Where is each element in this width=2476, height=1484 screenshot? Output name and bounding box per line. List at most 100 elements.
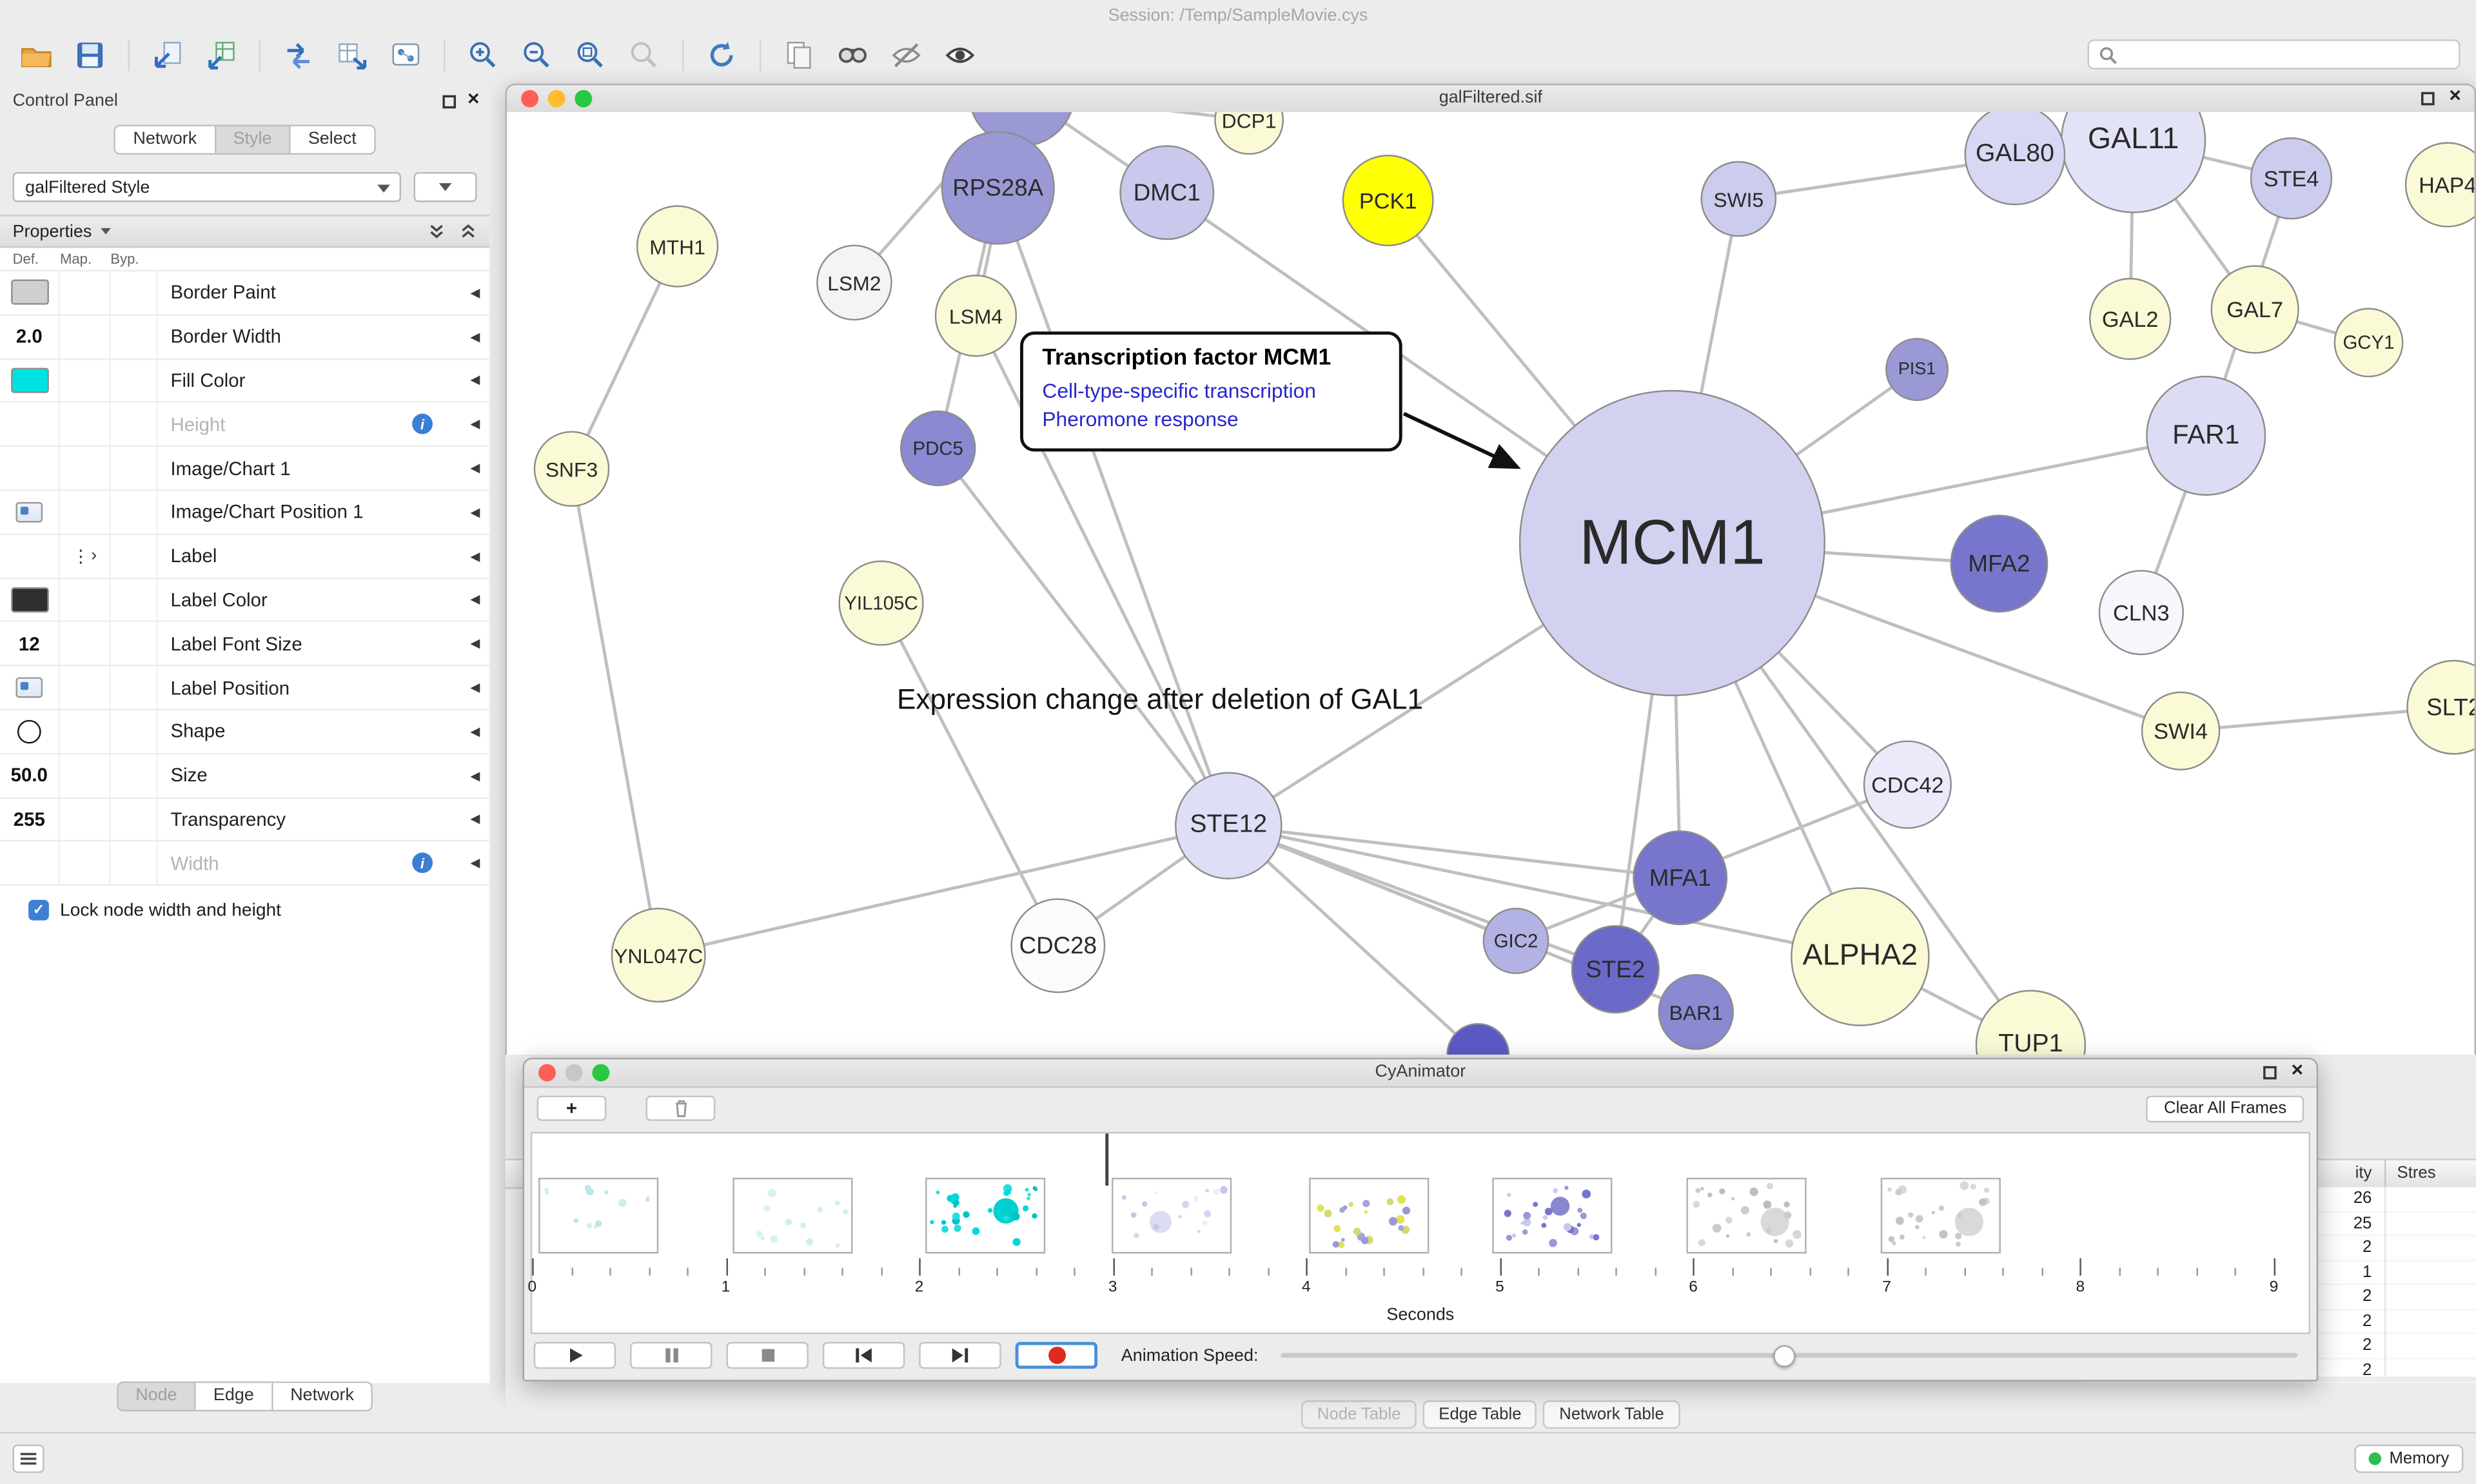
- refresh-view-icon[interactable]: [701, 35, 742, 76]
- annotation-link-1[interactable]: Cell-type-specific transcription: [1042, 378, 1316, 403]
- zoom-fit-icon[interactable]: [570, 35, 611, 76]
- maximize-traffic-icon[interactable]: [592, 1064, 610, 1082]
- collapse-arrow-icon[interactable]: ◀: [470, 329, 480, 344]
- tab-select[interactable]: Select: [290, 124, 376, 155]
- maximize-traffic-icon[interactable]: [575, 90, 593, 108]
- node-mfa2[interactable]: MFA2: [1950, 514, 2049, 613]
- node-rps28a[interactable]: RPS28A: [941, 131, 1055, 245]
- node-gal7[interactable]: GAL7: [2210, 265, 2299, 354]
- frame-thumbnail-2[interactable]: [732, 1177, 853, 1254]
- node-gal2[interactable]: GAL2: [2089, 278, 2172, 360]
- save-session-icon[interactable]: [70, 35, 111, 76]
- stop-button[interactable]: [726, 1342, 809, 1369]
- default-value[interactable]: 255: [13, 808, 45, 831]
- frame-thumbnail-5[interactable]: [1309, 1177, 1430, 1254]
- collapse-arrow-icon[interactable]: ◀: [470, 724, 480, 739]
- expand-all-icon[interactable]: [460, 222, 477, 240]
- skip-to-end-button[interactable]: [919, 1342, 1001, 1369]
- node-pdc5[interactable]: PDC5: [899, 410, 976, 487]
- delete-frame-button[interactable]: [645, 1095, 716, 1121]
- open-session-icon[interactable]: [15, 35, 57, 76]
- collapse-arrow-icon[interactable]: ◀: [470, 373, 480, 388]
- node-mfa1[interactable]: MFA1: [1633, 830, 1728, 926]
- frame-thumbnail-7[interactable]: [1686, 1177, 1807, 1254]
- node-cdc42[interactable]: CDC42: [1863, 740, 1952, 829]
- collapse-arrow-icon[interactable]: ◀: [470, 505, 480, 520]
- position-icon[interactable]: [15, 502, 43, 523]
- zoom-in-icon[interactable]: [463, 35, 504, 76]
- node-bar1[interactable]: BAR1: [1658, 974, 1734, 1050]
- timeline-playhead[interactable]: [1105, 1133, 1108, 1186]
- color-swatch[interactable]: [10, 280, 48, 306]
- style-options-button[interactable]: [413, 171, 477, 202]
- minimize-traffic-icon[interactable]: [547, 90, 565, 108]
- collapse-arrow-icon[interactable]: ◀: [470, 768, 480, 783]
- tab-network[interactable]: Network: [273, 1381, 373, 1412]
- column-header-stress[interactable]: Stres: [2397, 1163, 2436, 1183]
- property-row-label[interactable]: ⋮›Label◀: [0, 534, 490, 579]
- property-row-label-color[interactable]: Label Color◀: [0, 578, 490, 623]
- lock-size-checkbox[interactable]: ✓: [28, 900, 49, 921]
- collapse-arrow-icon[interactable]: ◀: [470, 461, 480, 476]
- column-header-ity[interactable]: ity: [2355, 1163, 2372, 1183]
- show-details-icon[interactable]: [939, 35, 981, 76]
- node-snf3[interactable]: SNF3: [533, 431, 610, 507]
- node-cdc28[interactable]: CDC28: [1010, 898, 1106, 993]
- pause-button[interactable]: [630, 1342, 712, 1369]
- collapse-arrow-icon[interactable]: ◀: [470, 855, 480, 871]
- animation-speed-slider[interactable]: [1280, 1342, 2298, 1369]
- collapse-arrow-icon[interactable]: ◀: [470, 680, 480, 695]
- property-row-fill-color[interactable]: Fill Color◀: [0, 359, 490, 404]
- node-cln3[interactable]: CLN3: [2098, 570, 2184, 656]
- node-gal80[interactable]: GAL80: [1964, 112, 2066, 206]
- tab-node[interactable]: Node: [116, 1381, 196, 1412]
- search-input[interactable]: [2125, 43, 2450, 66]
- node-pck1[interactable]: PCK1: [1342, 155, 1434, 247]
- export-network-icon[interactable]: [278, 35, 319, 76]
- show-panels-button[interactable]: [12, 1444, 44, 1473]
- style-combobox[interactable]: galFiltered Style: [12, 171, 402, 202]
- collapse-arrow-icon[interactable]: ◀: [470, 285, 480, 300]
- float-window-icon[interactable]: [2262, 1065, 2276, 1079]
- properties-header[interactable]: Properties: [0, 215, 490, 248]
- property-row-image-chart-1[interactable]: Image/Chart 1◀: [0, 447, 490, 491]
- color-swatch[interactable]: [10, 587, 48, 613]
- tab-node-table[interactable]: Node Table: [1301, 1400, 1417, 1429]
- export-table-icon[interactable]: [331, 35, 373, 76]
- tab-network-table[interactable]: Network Table: [1543, 1400, 1680, 1429]
- tab-edge-table[interactable]: Edge Table: [1422, 1400, 1538, 1429]
- node-slt2[interactable]: SLT2: [2406, 659, 2475, 755]
- frame-thumbnail-8[interactable]: [1880, 1177, 2001, 1254]
- node-lsm4[interactable]: LSM4: [934, 275, 1017, 357]
- annotation-box[interactable]: Transcription factor MCM1 Cell-type-spec…: [1020, 331, 1402, 453]
- close-panel-icon[interactable]: ✕: [466, 92, 480, 109]
- collapse-arrow-icon[interactable]: ◀: [470, 812, 480, 826]
- node-gic2[interactable]: GIC2: [1482, 908, 1549, 975]
- default-value[interactable]: 12: [18, 632, 40, 655]
- color-swatch[interactable]: [10, 367, 48, 393]
- node-hap4[interactable]: HAP4: [2404, 142, 2475, 228]
- add-frame-button[interactable]: +: [536, 1095, 607, 1121]
- skip-to-start-button[interactable]: [822, 1342, 905, 1369]
- frame-thumbnail-1[interactable]: [538, 1177, 659, 1254]
- import-table-icon[interactable]: [201, 35, 242, 76]
- default-value[interactable]: 2.0: [15, 325, 43, 348]
- node-ste4[interactable]: STE4: [2250, 137, 2333, 220]
- memory-button[interactable]: Memory: [2354, 1444, 2464, 1473]
- node-far1[interactable]: FAR1: [2146, 375, 2266, 496]
- search-network-icon[interactable]: [832, 35, 874, 76]
- node-dmc1[interactable]: DMC1: [1119, 145, 1215, 240]
- collapse-arrow-icon[interactable]: ◀: [470, 549, 480, 563]
- tab-network[interactable]: Network: [114, 124, 216, 155]
- node-ste2[interactable]: STE2: [1571, 925, 1660, 1014]
- tab-style[interactable]: Style: [215, 124, 291, 155]
- copy-icon[interactable]: [778, 35, 820, 76]
- slider-thumb[interactable]: [1773, 1345, 1796, 1367]
